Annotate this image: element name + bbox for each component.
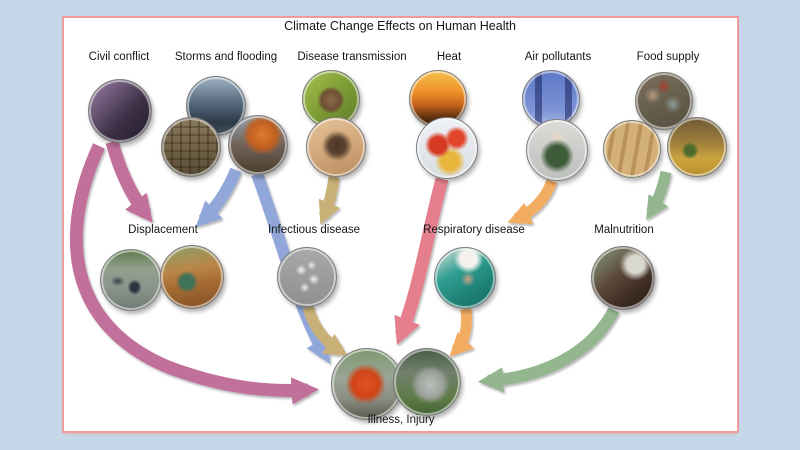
label-malnutrition: Malnutrition — [594, 224, 654, 236]
label-food-supply: Food supply — [636, 51, 700, 63]
flooded-houses-aerial-photo — [161, 117, 221, 177]
cyclist-mask-photo — [526, 119, 588, 181]
smokestacks-photo — [522, 70, 580, 128]
heat-map-photo — [416, 117, 478, 179]
label-air-pollutants: Air pollutants — [524, 51, 592, 63]
label-disease-transmission: Disease transmission — [297, 51, 407, 63]
destroyed-house-photo — [160, 245, 224, 309]
label-heat: Heat — [436, 51, 462, 63]
grain-sacks-photo — [603, 120, 661, 178]
label-displacement: Displacement — [128, 224, 198, 236]
excavator-rubble-photo — [228, 115, 288, 175]
diagram-title: Climate Change Effects on Human Health — [284, 19, 516, 33]
label-storms-flooding: Storms and flooding — [174, 51, 278, 63]
bacteria-micrograph-photo — [277, 247, 337, 307]
harvest-field-photo — [667, 117, 727, 177]
surgeon-photo — [434, 247, 496, 309]
mother-child-photo — [591, 246, 655, 310]
label-respiratory-disease: Respiratory disease — [423, 224, 525, 236]
ambulance-photo — [331, 348, 403, 420]
label-illness-injury: Illness, Injury — [367, 414, 435, 426]
mosquito-photo — [306, 117, 366, 177]
label-infectious-disease: Infectious disease — [267, 224, 361, 236]
gravestone-photo — [393, 348, 461, 416]
conflict-crowd-photo — [88, 79, 152, 143]
flood-wading-photo — [100, 249, 162, 311]
label-civil-conflict: Civil conflict — [88, 51, 150, 63]
